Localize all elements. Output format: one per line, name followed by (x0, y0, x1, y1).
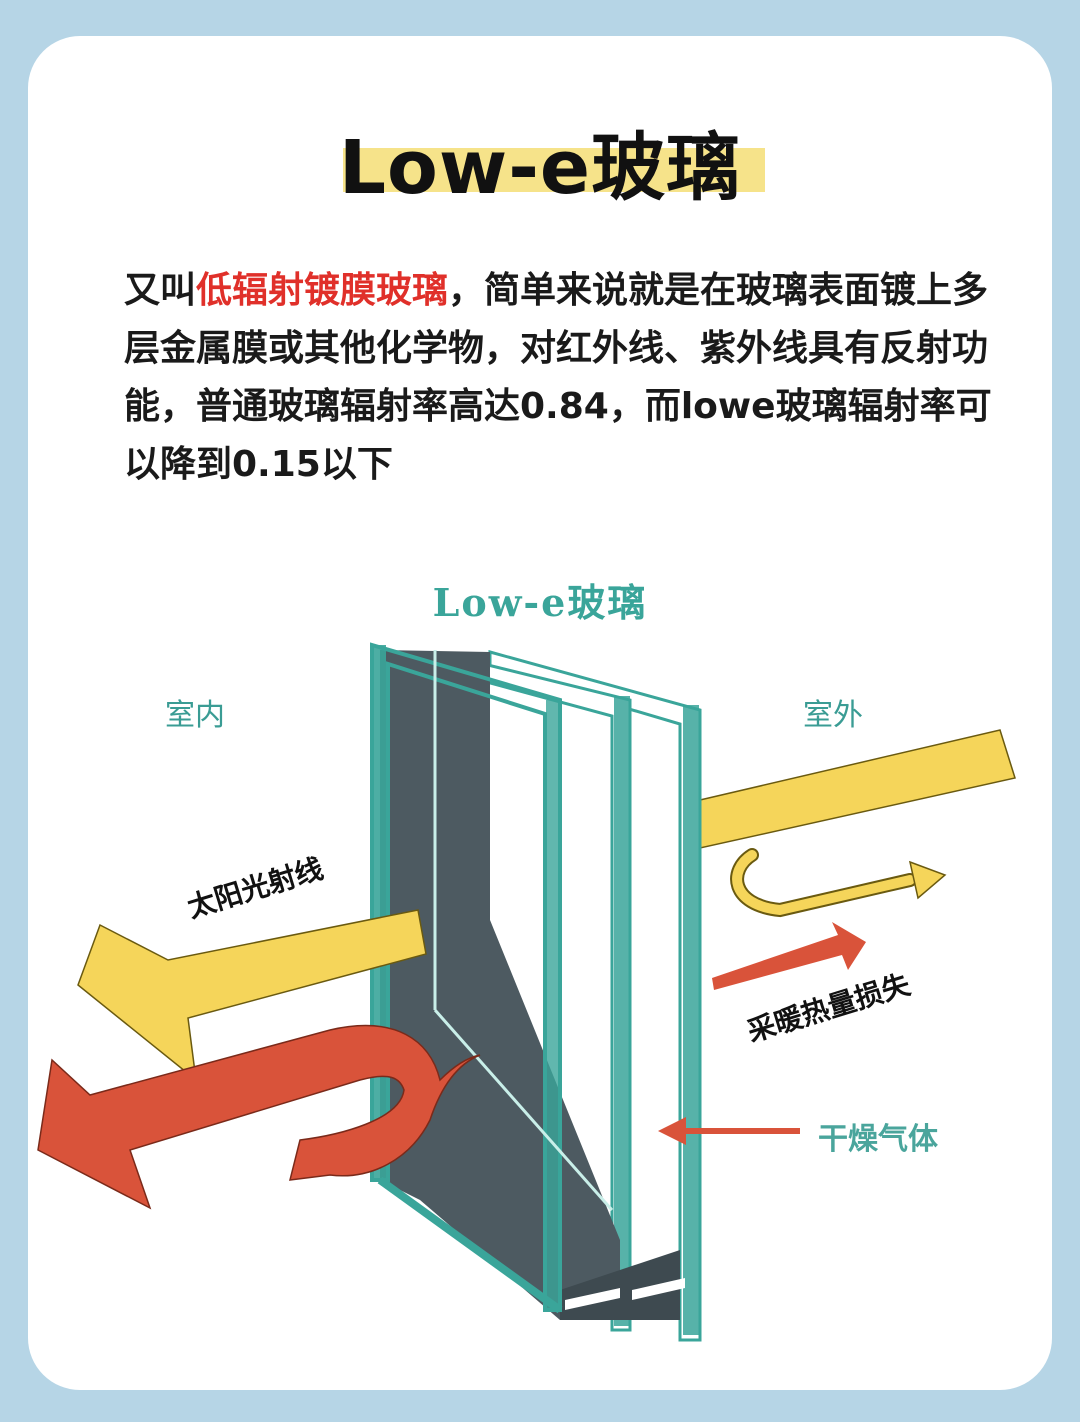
description-rest: ，简单来说就是在玻璃表面镀上多层金属膜或其他化学物，对红外线、紫外线具有反射功能… (124, 270, 992, 485)
diagram-title: Low-e玻璃 (432, 580, 648, 625)
solar-ray-outdoor (699, 729, 1016, 849)
description-highlight: 低辐射镀膜玻璃 (196, 270, 449, 311)
heat-reflect-arrow (37, 1024, 481, 1210)
label-outdoor: 室外 (803, 698, 863, 733)
description-text: 又叫低辐射镀膜玻璃，简单来说就是在玻璃表面镀上多层金属膜或其他化学物，对红外线、… (124, 262, 1004, 494)
description-prefix: 又叫 (124, 270, 197, 311)
title-highlight-bar (343, 148, 765, 192)
solar-ray-indoor (77, 909, 427, 1082)
page-title: Low-e玻璃 (338, 125, 742, 211)
reflected-arrowhead (908, 860, 947, 900)
spacer-frame (380, 650, 620, 1320)
label-indoor: 室内 (165, 698, 225, 733)
label-dry-gas: 干燥气体 (818, 1122, 938, 1157)
heat-loss-arrow (712, 922, 866, 990)
